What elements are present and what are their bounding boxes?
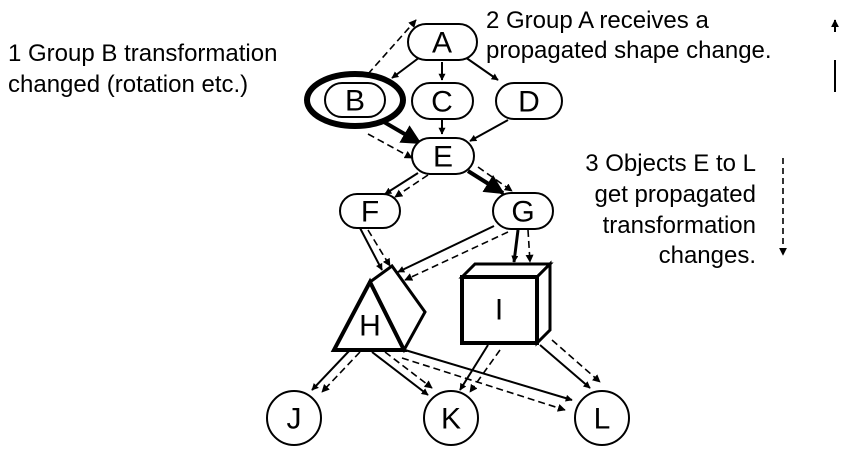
edge-i-k bbox=[459, 344, 489, 391]
prop-e-g bbox=[477, 166, 513, 192]
edge-b-e bbox=[382, 120, 422, 145]
node-j: J bbox=[266, 390, 322, 446]
prop-e-f bbox=[394, 174, 429, 198]
prop-b-e bbox=[367, 133, 413, 159]
prop-b-a bbox=[367, 19, 417, 75]
edge-e-g bbox=[466, 169, 505, 195]
node-b-label: B bbox=[345, 85, 365, 118]
edge-a-d bbox=[464, 56, 499, 81]
prop-f-h bbox=[367, 229, 391, 267]
edge-h-l bbox=[404, 349, 573, 402]
edge-i-l bbox=[539, 344, 591, 389]
edge-f-h bbox=[359, 227, 383, 271]
node-l-label: L bbox=[594, 403, 611, 436]
note-step1-line2: changed (rotation etc.) bbox=[8, 71, 248, 98]
node-h-label: H bbox=[359, 310, 381, 343]
edge-a-b bbox=[391, 56, 421, 79]
prop-h-j bbox=[321, 351, 361, 393]
edge-h-k bbox=[371, 351, 429, 396]
note-step3-line2: get propagated bbox=[595, 181, 756, 208]
node-l: L bbox=[574, 390, 630, 446]
node-e: E bbox=[411, 137, 475, 175]
node-g-label: G bbox=[511, 196, 534, 229]
node-d-label: D bbox=[518, 86, 540, 119]
note-step3: 3 Objects E to L get propagated transfor… bbox=[585, 150, 756, 269]
prop-h-l bbox=[401, 357, 566, 412]
note-step3-line4: changes. bbox=[659, 242, 756, 269]
node-j-label: J bbox=[287, 403, 302, 436]
solid-edges bbox=[311, 56, 591, 402]
node-e-label: E bbox=[433, 141, 453, 174]
edge-d-e bbox=[469, 119, 509, 142]
prop-h-k bbox=[384, 351, 433, 389]
node-f: F bbox=[339, 193, 401, 229]
dashed-edges bbox=[321, 19, 601, 412]
node-a-label: A bbox=[432, 27, 452, 60]
node-k-label: K bbox=[441, 403, 461, 436]
node-d: D bbox=[495, 82, 563, 120]
node-a: A bbox=[407, 23, 478, 61]
note-step3-line3: transformation bbox=[603, 212, 756, 239]
note-step1: 1 Group B transformation changed (rotati… bbox=[8, 40, 277, 98]
node-c: C bbox=[411, 82, 474, 120]
nodes: A B C D E F G bbox=[266, 23, 630, 446]
node-b: B bbox=[304, 71, 406, 129]
note-step2-line2: propagated shape change. bbox=[486, 37, 772, 64]
node-h-prism: H bbox=[330, 263, 427, 354]
node-i-label: I bbox=[495, 294, 503, 327]
edge-e-f bbox=[384, 172, 419, 195]
node-k: K bbox=[423, 390, 479, 446]
note-step2-line1: 2 Group A receives a bbox=[486, 7, 709, 34]
note-step1-line1: 1 Group B transformation bbox=[8, 40, 277, 67]
note-step3-line1: 3 Objects E to L bbox=[585, 150, 756, 177]
prop-i-k bbox=[469, 349, 501, 393]
edge-h-j bbox=[311, 349, 351, 391]
edge-g-h bbox=[397, 225, 495, 273]
node-i-cube: I bbox=[458, 260, 554, 347]
note-step2: 2 Group A receives a propagated shape ch… bbox=[486, 7, 772, 64]
node-f-label: F bbox=[361, 196, 379, 229]
node-g: G bbox=[492, 192, 554, 230]
prop-g-h bbox=[404, 231, 509, 281]
node-c-label: C bbox=[431, 86, 453, 119]
prop-g-i bbox=[525, 229, 534, 263]
edge-g-i bbox=[511, 229, 520, 263]
